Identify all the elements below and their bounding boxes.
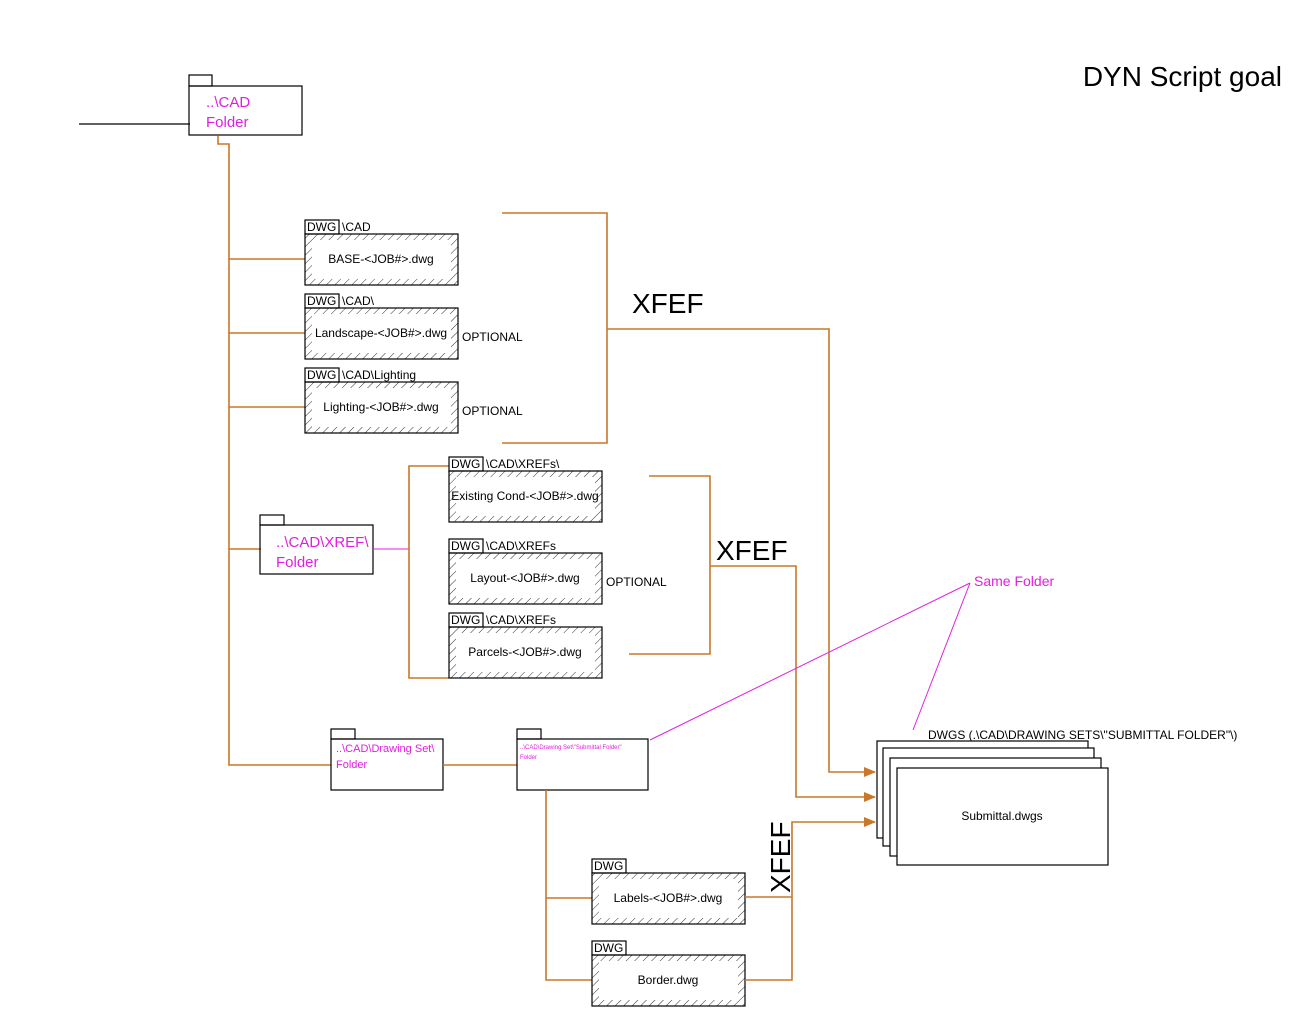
folder-tab-icon bbox=[330, 728, 356, 740]
xref-bracket-top bbox=[502, 212, 608, 444]
file-name: Labels-<JOB#>.dwg bbox=[614, 891, 723, 905]
dwg-tag-label: DWG bbox=[307, 368, 336, 382]
dwg-tag-label: DWG bbox=[307, 220, 336, 234]
submittal-branch bbox=[545, 790, 592, 981]
folder-tab-icon bbox=[188, 74, 213, 87]
file-path: \CAD bbox=[342, 220, 371, 234]
file-path: \CAD\ bbox=[342, 294, 375, 308]
dwg-tag-label: DWG bbox=[451, 613, 480, 627]
diagram-title: DYN Script goal bbox=[1083, 61, 1282, 92]
file-name: Existing Cond-<JOB#>.dwg bbox=[451, 489, 598, 503]
file-lighting[interactable]: DWG \CAD\Lighting Lighting-<JOB#>.dwg bbox=[304, 367, 459, 434]
file-name: Layout-<JOB#>.dwg bbox=[470, 571, 579, 585]
submittal-folder-sublabel: Folder bbox=[520, 755, 537, 761]
file-name: Parcels-<JOB#>.dwg bbox=[468, 645, 581, 659]
file-path: \CAD\XREFs\ bbox=[486, 457, 560, 471]
folder-tab-icon bbox=[516, 728, 542, 740]
file-parcels[interactable]: DWG \CAD\XREFs Parcels-<JOB#>.dwg bbox=[448, 612, 603, 679]
file-path: \CAD\XREFs bbox=[486, 539, 556, 553]
file-path: \CAD\XREFs bbox=[486, 613, 556, 627]
drawing-set-folder[interactable]: ..\CAD\Drawing Set\ Folder bbox=[330, 728, 444, 791]
dwg-tag-label: DWG bbox=[594, 941, 623, 955]
xref-connector-top bbox=[607, 328, 876, 777]
drawing-set-folder-sublabel: Folder bbox=[336, 759, 368, 771]
cad-folder-sublabel: Folder bbox=[206, 114, 249, 131]
drawing-set-folder-label: ..\CAD\Drawing Set\ bbox=[336, 743, 435, 755]
main-trunk-line bbox=[217, 136, 331, 766]
file-border[interactable]: DWG Border.dwg bbox=[591, 940, 746, 1007]
file-landscape[interactable]: DWG \CAD\ Landscape-<JOB#>.dwg bbox=[304, 293, 459, 360]
optional-note-landscape: OPTIONAL bbox=[462, 330, 523, 344]
optional-note-layout: OPTIONAL bbox=[606, 575, 667, 589]
dwg-tag-label: DWG bbox=[594, 859, 623, 873]
xref-connector-bottom bbox=[745, 817, 876, 981]
file-name: Border.dwg bbox=[638, 973, 699, 987]
cad-folder[interactable]: ..\CAD Folder bbox=[188, 74, 303, 136]
file-labels[interactable]: DWG Labels-<JOB#>.dwg bbox=[591, 858, 746, 925]
file-path: \CAD\Lighting bbox=[342, 368, 416, 382]
cad-folder-label: ..\CAD bbox=[206, 94, 250, 111]
same-folder-note: Same Folder bbox=[974, 573, 1054, 589]
xref-folder-label: ..\CAD\XREF\ bbox=[276, 534, 369, 551]
folder-tab-icon bbox=[259, 514, 285, 526]
same-folder-leader-right bbox=[912, 582, 971, 731]
file-name: BASE-<JOB#>.dwg bbox=[328, 252, 433, 266]
xref-label-middle: XFEF bbox=[716, 535, 788, 566]
file-existing-cond[interactable]: DWG \CAD\XREFs\ Existing Cond-<JOB#>.dwg bbox=[448, 456, 603, 523]
dwg-tag-label: DWG bbox=[307, 294, 336, 308]
submittal-dwgs-stack[interactable]: Submittal.dwgs bbox=[876, 740, 1109, 866]
output-name: Submittal.dwgs bbox=[961, 809, 1042, 823]
xref-label-top: XFEF bbox=[632, 288, 704, 319]
dwg-tag-label: DWG bbox=[451, 457, 480, 471]
xref-folder-bracket bbox=[408, 465, 449, 679]
optional-note-lighting: OPTIONAL bbox=[462, 404, 523, 418]
file-name: Lighting-<JOB#>.dwg bbox=[323, 400, 438, 414]
same-folder-leader-left bbox=[649, 582, 971, 741]
file-name: Landscape-<JOB#>.dwg bbox=[315, 326, 447, 340]
xref-connector-middle bbox=[710, 565, 876, 802]
xref-folder-sublabel: Folder bbox=[276, 554, 319, 571]
xref-label-bottom: XFEF bbox=[765, 821, 796, 893]
dwg-tag-label: DWG bbox=[451, 539, 480, 553]
file-layout[interactable]: DWG \CAD\XREFs Layout-<JOB#>.dwg bbox=[448, 538, 603, 605]
submittal-folder-label: ..\CAD\Drawing Set\"Submittal Folder" bbox=[520, 745, 622, 751]
xref-bracket-middle bbox=[629, 475, 711, 655]
file-base[interactable]: DWG \CAD BASE-<JOB#>.dwg bbox=[304, 219, 459, 286]
submittal-folder[interactable]: ..\CAD\Drawing Set\"Submittal Folder" Fo… bbox=[516, 728, 649, 791]
stack-sheet-front bbox=[896, 767, 1109, 866]
output-header: DWGS (.\CAD\DRAWING SETS\"SUBMITTAL FOLD… bbox=[928, 728, 1237, 742]
xref-folder[interactable]: ..\CAD\XREF\ Folder bbox=[259, 514, 374, 575]
